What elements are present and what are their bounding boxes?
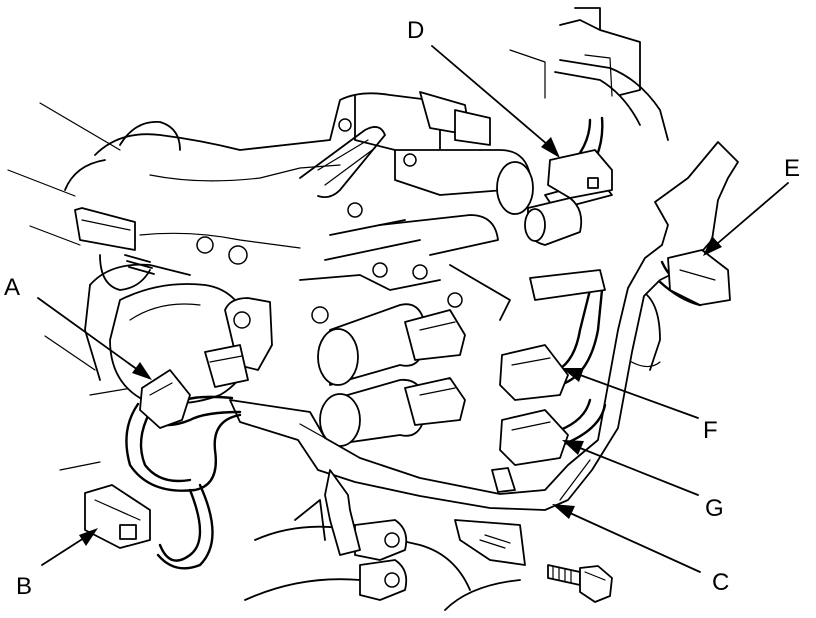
callout-f: F (703, 417, 718, 444)
leader-line-a (37, 297, 139, 371)
leader-lines (37, 45, 789, 573)
connector-a (139, 369, 191, 429)
callout-labels: A B C D E F G (4, 17, 800, 600)
callout-d: D (407, 17, 424, 44)
connector-e (667, 249, 731, 306)
leader-line-f (579, 374, 699, 419)
connector-g (499, 409, 569, 466)
leader-line-d (431, 45, 549, 146)
connector-b (84, 484, 151, 549)
callout-c: C (712, 569, 729, 596)
leader-line-b (41, 537, 85, 566)
leader-line-g (579, 447, 699, 496)
engine-background (7, 7, 661, 611)
bolt (547, 564, 613, 603)
connector-f (499, 344, 569, 401)
callout-e: E (784, 155, 800, 182)
connectors (74, 91, 731, 549)
callout-a: A (4, 274, 20, 301)
leader-line-c (569, 512, 701, 573)
connector-d (547, 149, 613, 199)
callout-b: B (16, 573, 32, 600)
callout-g: G (705, 495, 724, 522)
leader-line-e (717, 182, 789, 244)
